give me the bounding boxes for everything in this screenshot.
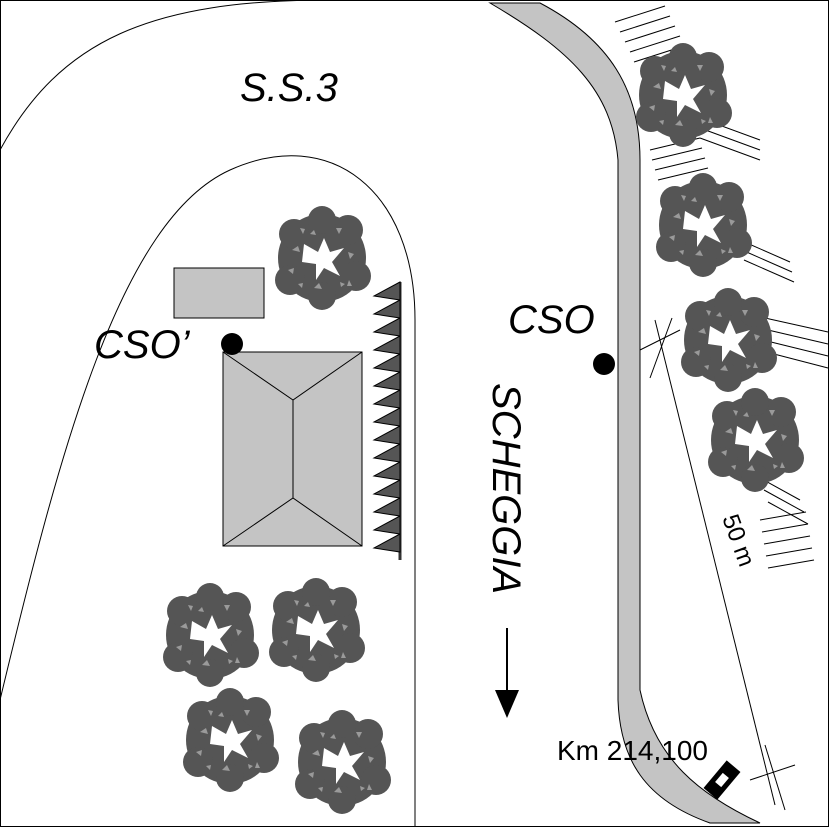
direction-label: SCHEGGIA [484, 383, 528, 594]
measurement-line [654, 319, 776, 806]
main-building [222, 351, 363, 547]
road-outer-edge [0, 0, 331, 151]
measurement-tick-bottom-2 [764, 744, 786, 811]
hedge-fence [372, 281, 402, 560]
milestone-icon [703, 760, 741, 800]
km-marker-label: Km 214,100 [557, 735, 708, 766]
road-inner-curve [0, 155, 416, 827]
measurement-tick-top-2 [649, 317, 673, 379]
small-building [173, 267, 265, 319]
point-alt-label: CSO’ [94, 323, 191, 367]
point-main-label: CSO [508, 298, 595, 342]
dot-marker-icon [221, 333, 243, 355]
road-name-label: S.S.3 [240, 66, 338, 110]
measurement-tick-bottom [749, 764, 796, 781]
dot-marker-icon [593, 353, 615, 375]
road-band [488, 2, 761, 824]
arrow-down-icon [495, 628, 519, 718]
measurement-tick-top [639, 329, 681, 351]
